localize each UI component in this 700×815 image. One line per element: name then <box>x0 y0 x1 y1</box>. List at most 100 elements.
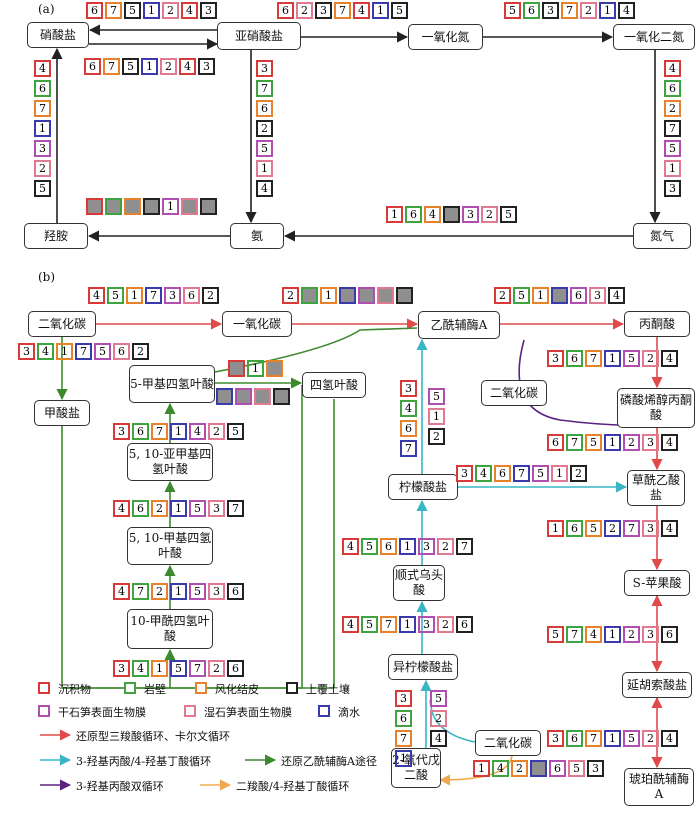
a-top1-square: 1 <box>143 2 160 19</box>
b-r4-square: 3 <box>18 343 35 360</box>
a-fill-square: 1 <box>162 198 179 215</box>
a-top2-square: 4 <box>353 2 370 19</box>
node-nitrate: 硝酸盐 <box>27 22 89 48</box>
node-nitrite-label: 亚硝酸盐 <box>234 28 283 43</box>
b-r6-square: 4 <box>113 500 130 517</box>
node-nitrous-oxide: 一氧化二氮 <box>613 24 695 50</box>
b-r10-square: 4 <box>661 434 678 451</box>
node-nitrogen-label: 氮气 <box>649 228 674 243</box>
b-vc3-square: 1 <box>395 750 412 767</box>
b-vc4-square: 5 <box>430 690 447 707</box>
a-mid-square: 7 <box>103 58 120 75</box>
b-r5-square: 1 <box>170 423 187 440</box>
b-vc2-square: 5 <box>428 388 445 405</box>
a-top3-square: 6 <box>523 2 540 19</box>
legend-rock-swatch <box>124 682 136 694</box>
b-r5-square: 4 <box>189 423 206 440</box>
a-top3-square: 4 <box>618 2 635 19</box>
b-r6-square: 3 <box>208 500 225 517</box>
node-fumarate-label: 延胡索酸盐 <box>626 677 687 692</box>
node-acetyl-coa-label: 乙酰辅酶A <box>430 317 488 332</box>
b-vc2-square: 2 <box>428 428 445 445</box>
a-mid-square: 6 <box>84 58 101 75</box>
legend-overlying-soil: 上覆土壤 <box>306 683 350 696</box>
node-formate-label: 甲酸盐 <box>43 405 80 420</box>
a-top3-square: 7 <box>561 2 578 19</box>
node-oxoglutarate-label: 2-氧代戊二酸 <box>392 753 440 782</box>
node-nitrate-label: 硝酸盐 <box>39 27 76 42</box>
b-r7-square: 5 <box>189 583 206 600</box>
b-r1-square: 6 <box>183 287 200 304</box>
b-r17-square: 4 <box>492 760 509 777</box>
b-r1-square: 3 <box>164 287 181 304</box>
b-vc1-square: 6 <box>400 420 417 437</box>
b-thf2-square <box>254 388 271 405</box>
b-r2-square <box>396 287 413 304</box>
b-r9-square: 5 <box>623 350 640 367</box>
b-r2-square <box>339 287 356 304</box>
b-r17-square: 2 <box>511 760 528 777</box>
b-r8-square: 3 <box>113 660 130 677</box>
a-n2row-square: 2 <box>481 206 498 223</box>
b-r12-square: 5 <box>585 520 602 537</box>
node-nitric-oxide: 一氧化氮 <box>408 24 483 50</box>
node-co: 一氧化碳 <box>222 311 292 337</box>
b-r1-square: 5 <box>107 287 124 304</box>
a-top2-square: 1 <box>372 2 389 19</box>
a-top1-square: 6 <box>86 2 103 19</box>
a-nitr-square: 7 <box>256 80 273 97</box>
b-r4-square: 5 <box>94 343 111 360</box>
b-r7-square: 6 <box>227 583 244 600</box>
b-r1-square: 7 <box>145 287 162 304</box>
legend-drip-swatch <box>318 705 330 717</box>
node-co2-bottom: 二氧化碳 <box>475 730 541 756</box>
legend-wl: 还原乙酰辅酶A途径 <box>281 755 377 768</box>
legend-wet-swatch <box>184 705 196 717</box>
node-isocitrate-label: 异柠檬酸盐 <box>392 659 453 674</box>
a-top2-square: 5 <box>391 2 408 19</box>
node-pep-label: 磷酸烯醇丙酮酸 <box>619 393 692 422</box>
a-left-square: 4 <box>34 60 51 77</box>
b-r14-square: 2 <box>623 626 640 643</box>
node-oxoglutarate: 2-氧代戊二酸 <box>391 748 441 788</box>
b-r17-square: 3 <box>587 760 604 777</box>
node-co2-left: 二氧化碳 <box>28 311 96 337</box>
b-r12-square: 4 <box>661 520 678 537</box>
a-fill-square <box>200 198 217 215</box>
b-r12-square: 6 <box>566 520 583 537</box>
b-r10-square: 2 <box>623 434 640 451</box>
b-r7-square: 3 <box>208 583 225 600</box>
part-a-label: (a) <box>38 2 55 16</box>
b-vc4-square: 2 <box>430 710 447 727</box>
b-r16-square: 4 <box>661 730 678 747</box>
a-fill-square <box>105 198 122 215</box>
b-thf-square: 1 <box>247 360 264 377</box>
b-r17-square <box>530 760 547 777</box>
a-n2row-square <box>443 206 460 223</box>
b-r6-square: 6 <box>132 500 149 517</box>
b-thf2-square <box>216 388 233 405</box>
b-r16-square: 7 <box>585 730 602 747</box>
node-formyl-thf-label: 10-甲酰四氢叶酸 <box>130 614 210 643</box>
b-r1-square: 4 <box>88 287 105 304</box>
b-r4-square: 6 <box>113 343 130 360</box>
b-r15-square: 3 <box>418 616 435 633</box>
node-formate: 甲酸盐 <box>34 400 90 426</box>
b-r4-square: 2 <box>132 343 149 360</box>
b-r7-square: 7 <box>132 583 149 600</box>
b-r16-square: 1 <box>604 730 621 747</box>
a-n2o-square: 4 <box>664 60 681 77</box>
node-cis-aconitate: 顺式乌头酸 <box>393 565 445 601</box>
legend-drip-water: 滴水 <box>338 706 360 719</box>
legend-wet-stalagmite: 湿石笋表面生物膜 <box>204 706 292 719</box>
b-r16-square: 3 <box>547 730 564 747</box>
node-methyl-thf: 5-甲基四氢叶酸 <box>129 365 215 403</box>
a-n2o-square: 6 <box>664 80 681 97</box>
a-fill-square <box>86 198 103 215</box>
node-malate: S-苹果酸 <box>624 570 690 596</box>
node-citrate-label: 柠檬酸盐 <box>398 479 447 494</box>
b-r6-square: 5 <box>189 500 206 517</box>
b-r16-square: 6 <box>566 730 583 747</box>
b-vc3-square: 3 <box>395 690 412 707</box>
